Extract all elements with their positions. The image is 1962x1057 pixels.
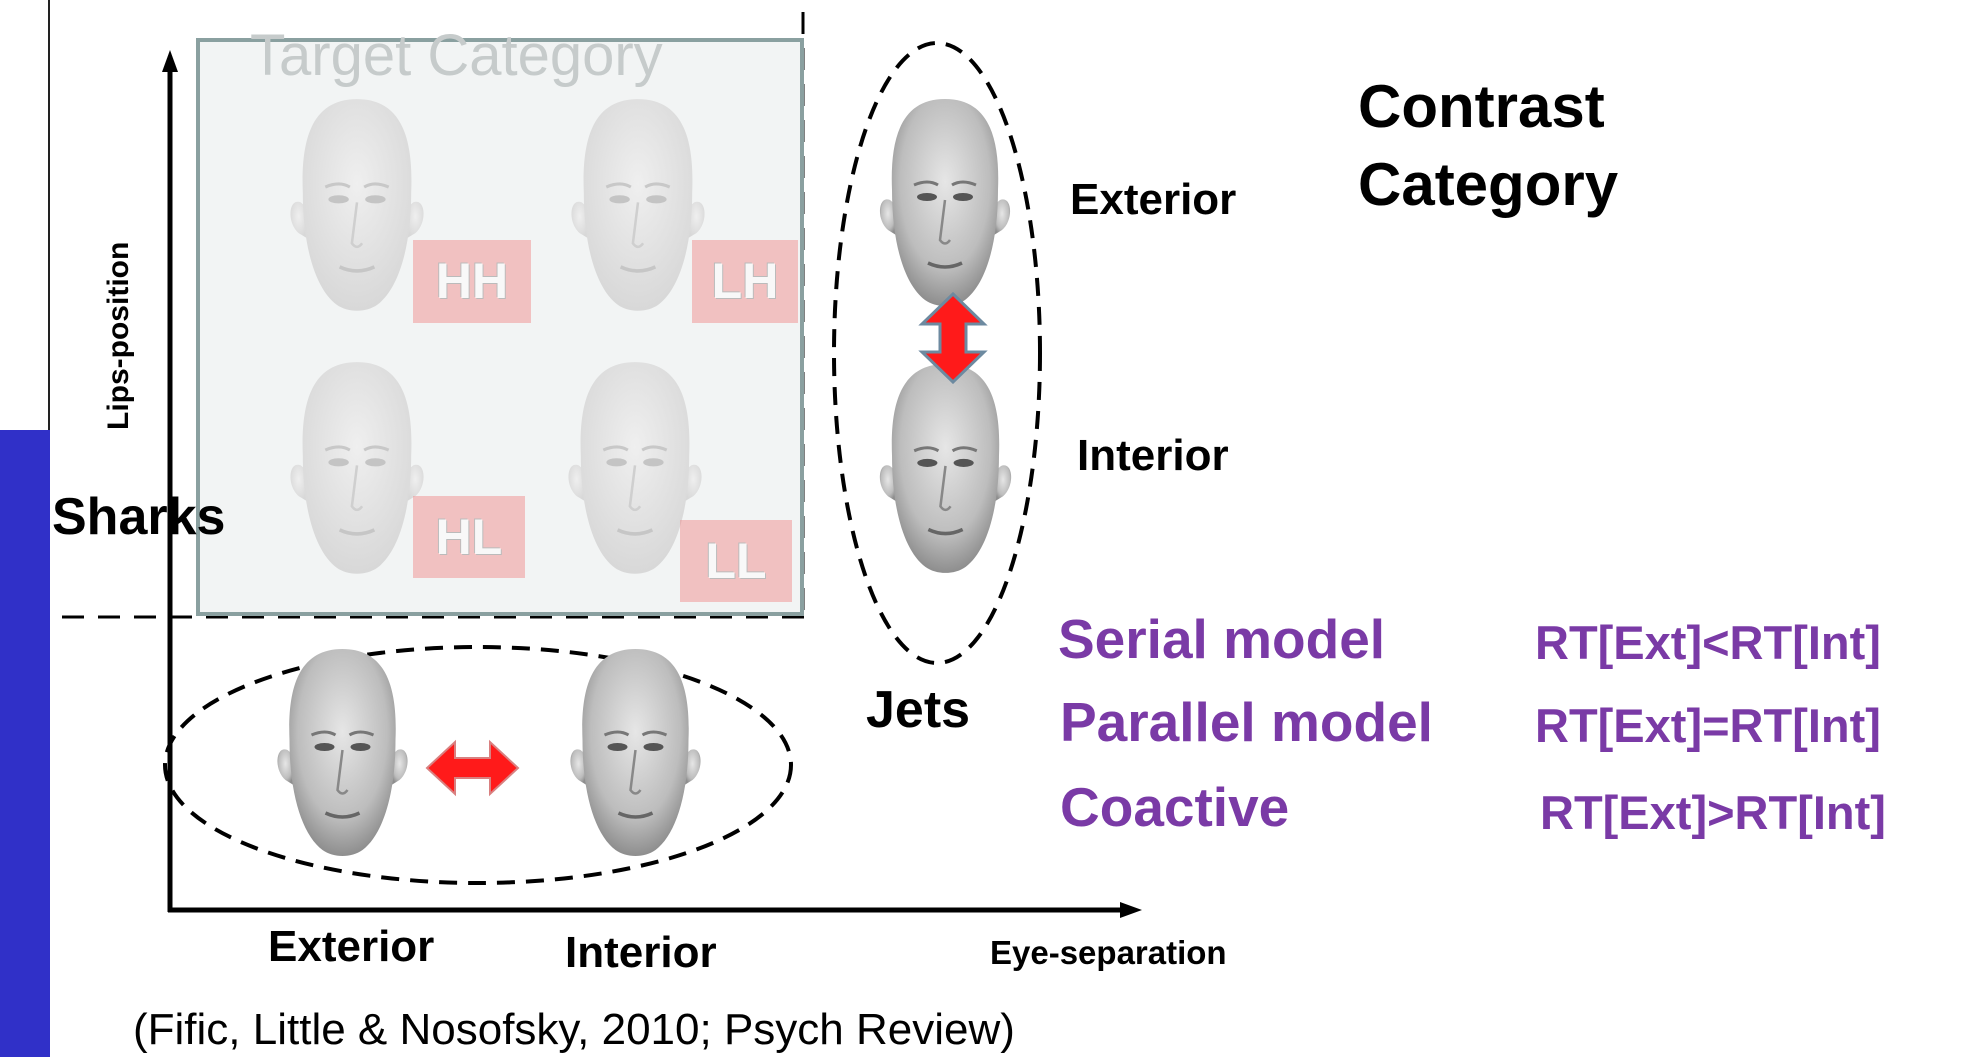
y-level-interior: Interior bbox=[1077, 431, 1229, 480]
x-level-interior: Interior bbox=[565, 928, 717, 977]
double-arrow-horizontal-icon bbox=[425, 739, 520, 797]
y-level-exterior: Exterior bbox=[1070, 175, 1237, 224]
model-prediction-serial: RT[Ext]<RT[Int] bbox=[1535, 616, 1881, 669]
face-image bbox=[265, 645, 420, 865]
jets-vertical-ellipse bbox=[832, 41, 1042, 665]
double-arrow-vertical-icon bbox=[918, 292, 988, 384]
left-margin-panel bbox=[0, 0, 50, 430]
sharks-label-text: Sharks bbox=[52, 488, 226, 546]
jets-horizontal-ellipse bbox=[163, 645, 793, 885]
y-axis-arrowhead bbox=[162, 50, 178, 72]
target-tag-lh: LH bbox=[692, 240, 798, 323]
citation: (Fific, Little & Nosofsky, 2010; Psych R… bbox=[133, 1005, 1015, 1054]
contrast-category-title-line2: Category bbox=[1358, 151, 1619, 218]
left-accent-bar bbox=[0, 430, 50, 1057]
face-image bbox=[868, 360, 1023, 582]
contrast-category-title-line1: Contrast bbox=[1358, 73, 1605, 140]
model-name-serial: Serial model bbox=[1058, 608, 1386, 670]
sharks-label: Sharks bbox=[52, 487, 225, 547]
x-level-exterior: Exterior bbox=[268, 922, 435, 971]
x-axis-arrowhead bbox=[1120, 902, 1142, 918]
jets-label: Jets bbox=[866, 681, 971, 739]
model-prediction-coactive: RT[Ext]>RT[Int] bbox=[1540, 786, 1886, 839]
model-name-parallel: Parallel model bbox=[1060, 691, 1433, 753]
target-tag-hh: HH bbox=[413, 240, 531, 323]
target-tag-ll: LL bbox=[680, 520, 792, 602]
target-category-box bbox=[196, 38, 804, 616]
target-category-title: Target Category bbox=[250, 23, 663, 88]
x-axis-title: Eye-separation bbox=[990, 934, 1227, 971]
face-image bbox=[558, 645, 713, 865]
target-tag-hl: HL bbox=[413, 496, 525, 578]
model-name-coactive: Coactive bbox=[1060, 776, 1290, 838]
y-axis-title-text: Lips-position bbox=[102, 241, 135, 430]
model-prediction-parallel: RT[Ext]=RT[Int] bbox=[1535, 699, 1881, 752]
face-image bbox=[870, 95, 1020, 315]
